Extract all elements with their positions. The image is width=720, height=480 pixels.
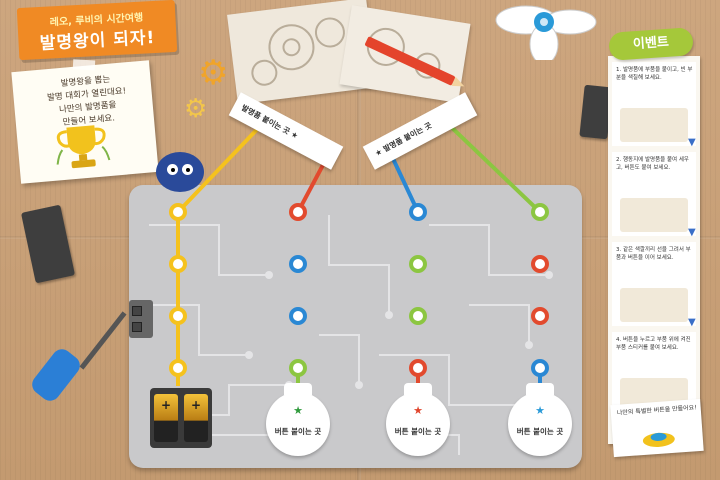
connection-point[interactable] [289, 203, 307, 377]
event-step-text: 3. 같은 색깔끼리 선을 그려서 부품과 버튼을 이어 보세요. [616, 247, 691, 261]
event-step-1: 1. 발명품에 부품을 붙이고, 빈 부분을 색칠해 보세요. [612, 62, 696, 146]
bulb-cap [284, 383, 312, 395]
button-slot-1[interactable]: ★ 버튼 붙이는 곳 [266, 383, 330, 456]
battery-switch[interactable] [129, 300, 153, 338]
monster-character [156, 152, 204, 192]
eye [167, 164, 178, 175]
button-slot-label: 버튼 붙이는 곳 [394, 427, 442, 436]
event-steps-panel: 1. 발명품에 부품을 붙이고, 빈 부분을 색칠해 보세요. ▼ 2. 행동지… [608, 56, 700, 444]
switch-terminal [132, 322, 142, 332]
star-icon: ★ [535, 404, 545, 417]
battery-icon: + [154, 394, 178, 442]
instruction-note: 발명왕을 뽑는 발명 대회가 열린대요! 나만의 발명품을 만들어 보세요. [11, 59, 159, 184]
battery-pack: + + [150, 388, 212, 448]
bulb-cap [404, 383, 432, 395]
event-step-text: 4. 버튼을 누르고 부품 위에 켜진 부품 스티커를 붙여 보세요. [616, 337, 691, 351]
event-title: 이벤트 [608, 27, 694, 61]
gear-icon: ⚙ [198, 53, 229, 93]
event-step-text: 1. 발명품에 부품을 붙이고, 빈 부분을 색칠해 보세요. [616, 67, 693, 81]
step-illustration [620, 108, 688, 142]
fan-icon [495, 5, 597, 60]
trophy-icon [56, 125, 111, 169]
arrow-down-icon: ▼ [688, 317, 696, 328]
green-wire [446, 122, 542, 214]
button-slot-3[interactable]: ★ 버튼 붙이는 곳 [508, 383, 572, 456]
gear-sketch-icon [251, 17, 345, 86]
connection-point[interactable] [409, 203, 427, 377]
button-slot-label: 버튼 붙이는 곳 [274, 427, 322, 436]
event-step-3: 3. 같은 색깔끼리 선을 그려서 부품과 버튼을 이어 보세요. [612, 242, 696, 326]
connection-point[interactable] [169, 203, 187, 377]
star-icon: ★ [413, 404, 423, 417]
event-step-text: 2. 행동지에 발명품을 붙여 세우고, 버튼도 붙여 보세요. [616, 157, 689, 171]
event-final-text: 나만의 특별한 버튼을 만들어요! [616, 404, 697, 417]
arrow-down-icon: ▼ [688, 227, 696, 238]
star-icon: ★ [293, 404, 303, 417]
sketch-paper [227, 0, 377, 105]
switch-terminal [132, 306, 142, 316]
circuit-traces [149, 215, 553, 455]
event-final-card: 나만의 특별한 버튼을 만들어요! [610, 398, 704, 458]
step-illustration [620, 198, 688, 232]
circuit-board [129, 185, 582, 468]
bulb-cap [526, 383, 554, 395]
eye [182, 164, 193, 175]
event-step-2: 2. 행동지에 발명품을 붙여 세우고, 버튼도 붙여 보세요. [612, 152, 696, 236]
button-slot-2[interactable]: ★ 버튼 붙이는 곳 [386, 383, 450, 456]
step-illustration [620, 288, 688, 322]
button-icon [642, 432, 675, 447]
arrow-down-icon: ▼ [688, 137, 696, 148]
button-slot-label: 버튼 붙이는 곳 [516, 427, 564, 436]
gear-icon: ⚙ [184, 94, 208, 124]
connection-point[interactable] [531, 203, 549, 377]
battery-icon: + [184, 394, 208, 442]
